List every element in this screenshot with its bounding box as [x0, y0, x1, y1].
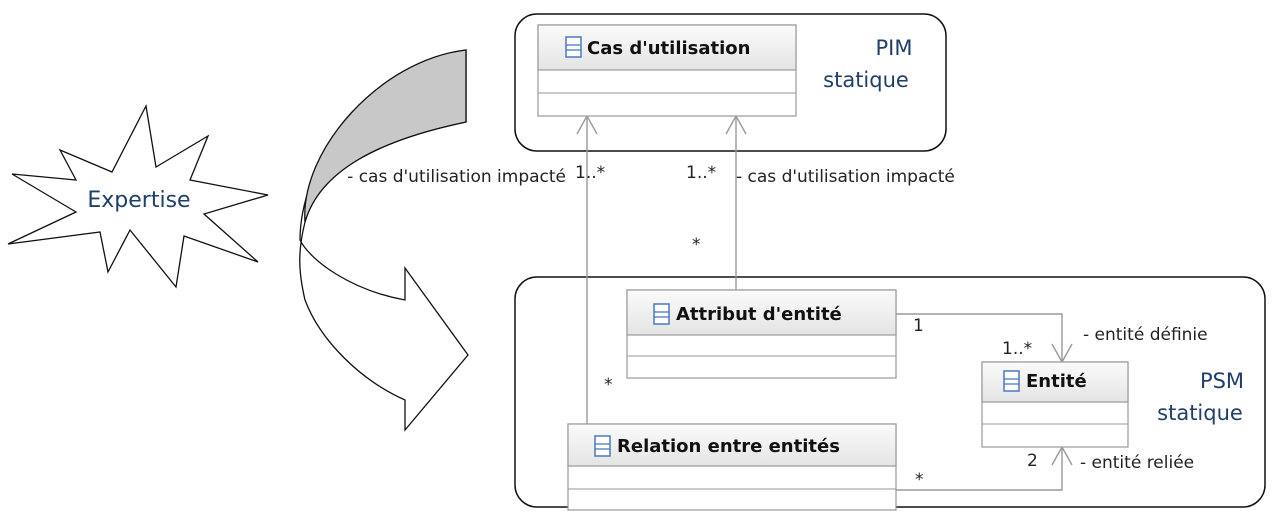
mult-relation-to-cas-source: * — [604, 375, 613, 395]
edge-relation-to-entite — [896, 447, 1063, 491]
mult-attribut-to-cas-source: * — [692, 235, 701, 255]
expertise-burst: Expertise — [7, 103, 269, 289]
class-icon — [653, 303, 670, 325]
psm-label-line1: PSM — [1200, 369, 1244, 393]
class-name: Entité — [1026, 371, 1087, 392]
role-attribut-to-cas: - cas d'utilisation impacté — [736, 167, 955, 187]
class-icon — [594, 435, 611, 457]
role-relation-to-entite: - entité reliée — [1080, 453, 1194, 473]
class-icon — [565, 36, 582, 58]
class-icon — [1003, 370, 1020, 392]
edge-labels: - cas d'utilisation impacté 1..* * 1..* … — [347, 163, 1207, 490]
role-relation-to-cas: - cas d'utilisation impacté — [347, 167, 566, 187]
edge-attribut-to-entite — [896, 313, 1063, 362]
class-name: Cas d'utilisation — [587, 38, 750, 59]
class-entite[interactable]: Entité — [981, 361, 1129, 448]
associations — [576, 114, 1073, 491]
transformation-arrow — [299, 49, 469, 432]
mult-relation-to-entite-target: 2 — [1027, 451, 1038, 471]
pim-label-line2: statique — [823, 68, 909, 92]
mult-relation-to-entite-source: * — [915, 470, 924, 490]
mult-relation-to-cas-target: 1..* — [575, 163, 605, 183]
class-attribut-entite[interactable]: Attribut d'entité — [626, 289, 897, 379]
pim-label-line1: PIM — [876, 36, 913, 60]
mult-attribut-to-cas-target: 1..* — [686, 163, 716, 183]
class-name: Attribut d'entité — [676, 304, 842, 325]
psm-label-line2: statique — [1157, 401, 1243, 425]
mult-attribut-to-entite-source: 1 — [913, 316, 924, 336]
mult-attribut-to-entite-target: 1..* — [1002, 339, 1032, 359]
role-attribut-to-entite: - entité définie — [1083, 325, 1208, 345]
class-relation-entites[interactable]: Relation entre entités — [567, 423, 897, 511]
class-name: Relation entre entités — [617, 436, 840, 457]
expertise-label: Expertise — [87, 188, 190, 213]
class-cas-utilisation[interactable]: Cas d'utilisation — [537, 24, 797, 117]
